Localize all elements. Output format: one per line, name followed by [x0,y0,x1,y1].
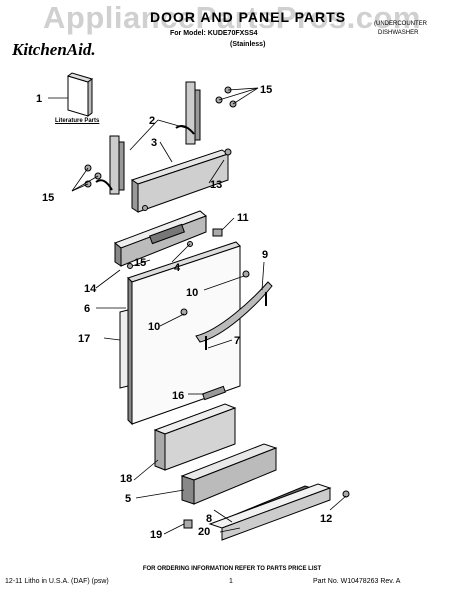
control-panel-frame [114,210,207,269]
product-type-line1: (UNDERCOUNTER [374,21,427,27]
callout-20: 20 [198,526,210,538]
callout-18: 18 [120,473,132,485]
callout-10a: 10 [186,287,198,299]
literature-book [66,72,94,117]
screw-12 [342,490,350,498]
page-title: DOOR AND PANEL PARTS [150,9,347,25]
callout-3: 3 [151,137,157,149]
page-number: 1 [229,578,233,585]
callout-1: 1 [36,93,42,105]
vent [201,385,227,401]
door-liner [119,309,129,389]
brand-logo: KitchenAid. [12,40,96,59]
callout-14: 14 [84,283,97,295]
door-outer-panel [127,241,241,426]
leader-lines [48,87,347,535]
callout-4: 4 [174,262,181,274]
part-number: Part No. W10478263 Rev. A [313,578,401,585]
callout-5: 5 [125,493,131,505]
literature-parts-label: Literature Parts [55,118,100,124]
part-11-clip [212,228,223,237]
callout-11: 11 [237,212,249,224]
callout-15b: 15 [42,192,54,204]
left-hinge-bracket [84,135,125,195]
print-info: 12-11 Litho in U.S.A. (DAF) (psw) [5,578,109,585]
callout-7: 7 [234,335,240,347]
callout-10b: 10 [148,321,160,333]
callout-12: 12 [320,513,332,525]
callout-2: 2 [149,115,155,127]
callout-8: 8 [206,513,212,525]
bottom-strip [208,483,332,541]
callout-15c: 15 [134,257,146,269]
toe-panel [153,403,237,471]
callout-9: 9 [262,249,268,261]
product-type-line2: DISHWASHER [378,30,419,36]
order-note: FOR ORDERING INFORMATION REFER TO PARTS … [142,566,322,572]
finish-label: (Stainless) [230,41,266,48]
callout-15a: 15 [260,84,272,96]
watermark: AppliancePartsPros.com [43,0,421,35]
clip-19 [183,519,193,529]
callout-6: 6 [84,303,90,315]
lower-bracket [180,443,278,505]
callout-13: 13 [210,179,222,191]
callout-17: 17 [78,333,90,345]
right-hinge-bracket [175,81,237,145]
top-rail-bar [130,148,232,213]
callout-19: 19 [150,529,162,541]
callout-16: 16 [172,390,184,402]
model-number: For Model: KUDE70FXSS4 [170,30,258,37]
door-handle [180,270,273,343]
